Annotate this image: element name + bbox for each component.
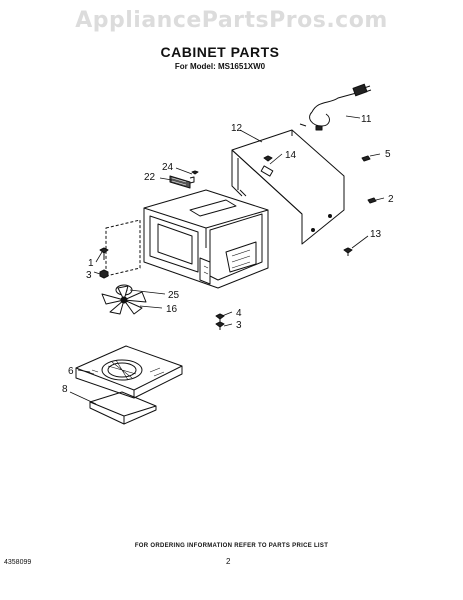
leader-lines (69, 115, 385, 405)
page-number: 2 (226, 557, 231, 566)
part-number: 4358099 (4, 559, 32, 566)
callout-14: 14 (285, 150, 297, 161)
fan-assembly (101, 284, 147, 315)
callout-5: 5 (385, 149, 391, 160)
control-bracket (169, 175, 195, 189)
callout-4: 4 (236, 308, 242, 319)
callout-12: 12 (231, 123, 243, 134)
callout-8: 8 (62, 384, 68, 395)
watermark: AppliancePartsPros.com (75, 8, 388, 33)
model-subtitle: For Model: MS1651XW0 (174, 62, 266, 71)
callout-3-lower: 3 (236, 320, 242, 331)
back-panel-outline (105, 219, 141, 277)
callout-22: 22 (144, 172, 156, 183)
screws (99, 155, 377, 330)
oven-chassis (143, 189, 269, 289)
bottom-cover (89, 391, 157, 425)
page-title: CABINET PARTS (160, 44, 280, 60)
callout-numbers: 12 11 14 5 2 13 24 22 1 3 25 16 4 3 6 8 (62, 114, 394, 395)
callout-16: 16 (166, 304, 178, 315)
ordering-note: FOR ORDERING INFORMATION REFER TO PARTS … (134, 543, 329, 549)
callout-11: 11 (361, 114, 372, 125)
callout-6: 6 (68, 366, 74, 377)
callout-25: 25 (168, 290, 180, 301)
callout-2: 2 (388, 194, 394, 205)
base-plate (75, 345, 183, 399)
outer-cabinet (231, 129, 345, 245)
power-cord (299, 83, 372, 131)
callout-13: 13 (370, 229, 382, 240)
callout-24: 24 (162, 162, 174, 173)
callout-1: 1 (88, 258, 94, 269)
callout-3-upper: 3 (86, 270, 92, 281)
